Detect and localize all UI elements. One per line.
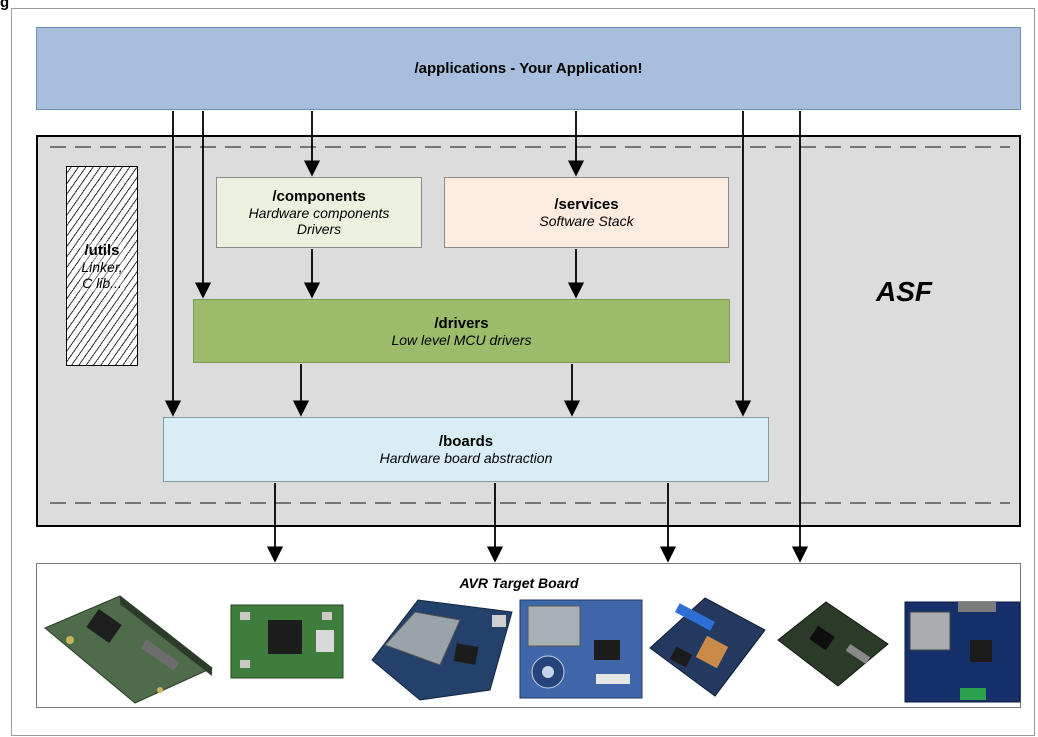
components-line1: Hardware components	[248, 205, 390, 221]
services-line1: Software Stack	[539, 213, 634, 229]
utils-line2: C lib...	[82, 274, 122, 291]
asf-label: ASF	[876, 276, 932, 307]
components-title: /components	[272, 188, 366, 205]
board-picture-4	[519, 599, 643, 699]
target-board-title: AVR Target Board	[459, 575, 579, 591]
drivers-line1: Low level MCU drivers	[391, 331, 532, 348]
boards-module: /boards Hardware board abstraction	[163, 417, 769, 482]
figure-caption-fragment: g	[0, 0, 10, 11]
applications-title: /applications - Your Application!	[414, 60, 643, 77]
board-picture-7	[904, 601, 1021, 703]
drivers-module: /drivers Low level MCU drivers	[193, 299, 730, 363]
utils-title: /utils	[84, 241, 120, 259]
boards-title: /boards	[438, 433, 494, 450]
applications-layer: /applications - Your Application!	[36, 27, 1021, 110]
components-line2: Drivers	[296, 221, 342, 237]
utils-line1: Linker,	[81, 258, 123, 275]
diagram-frame	[11, 8, 1035, 736]
drivers-title: /drivers	[434, 314, 489, 332]
services-title: /services	[554, 196, 619, 213]
utils-module: /utils Linker, C lib...	[66, 166, 138, 366]
board-picture-6	[777, 601, 889, 687]
board-picture-3	[371, 599, 513, 701]
board-picture-5	[649, 597, 766, 697]
services-module: /services Software Stack	[444, 177, 729, 248]
board-picture-1	[44, 595, 213, 704]
boards-line1: Hardware board abstraction	[379, 450, 553, 466]
components-module: /components Hardware components Drivers	[216, 177, 422, 248]
board-picture-2	[230, 604, 344, 679]
